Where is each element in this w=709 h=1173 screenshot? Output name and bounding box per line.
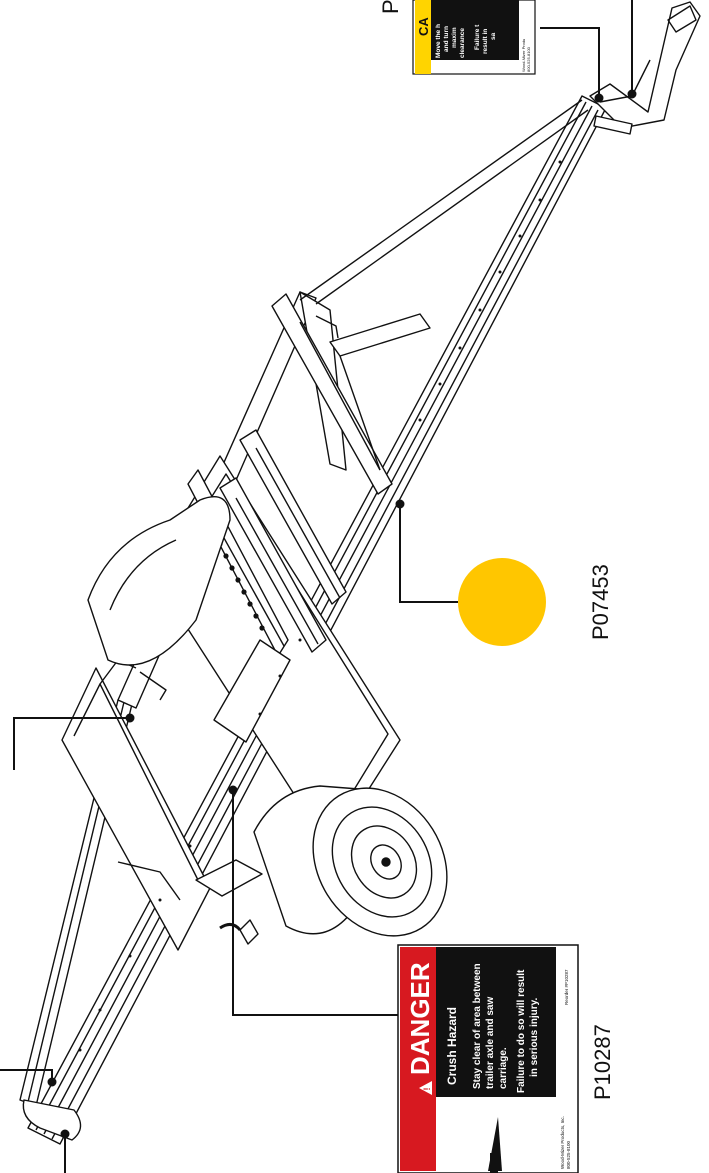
svg-text:!: ! bbox=[422, 1088, 432, 1091]
leader-lines bbox=[0, 0, 637, 1173]
trailer-drawing bbox=[19, 1, 701, 1145]
caution-text-3: maxim bbox=[451, 27, 458, 48]
danger-text-4: Failure to do so will result bbox=[516, 969, 527, 1093]
caution-text-6: result in bbox=[482, 29, 489, 54]
danger-decal: ! DANGER Crush Hazard Stay clear of area… bbox=[397, 944, 579, 1173]
caution-text-7: sa bbox=[490, 32, 497, 40]
tongue bbox=[589, 1, 701, 129]
danger-text-1: Stay clear of area between bbox=[472, 963, 483, 1089]
caution-text-1: Move the h bbox=[435, 24, 442, 58]
danger-title: Crush Hazard bbox=[445, 1007, 459, 1085]
caution-maker: Wood-Mizer Produ bbox=[521, 39, 526, 72]
danger-text-3: carriage. bbox=[498, 1047, 509, 1089]
callout-label-caution-partial: P bbox=[378, 0, 403, 14]
wheel bbox=[312, 787, 448, 937]
danger-text-2: trailer axle and saw bbox=[485, 997, 496, 1089]
caution-text-5: Failure t bbox=[474, 24, 481, 50]
upper-fender bbox=[87, 496, 231, 666]
danger-reorder: Reorder #P10287 bbox=[564, 969, 569, 1005]
danger-maker: Wood-Mizer Products, Inc. bbox=[560, 1116, 565, 1169]
caution-header: CA bbox=[416, 17, 431, 36]
danger-phone: 800-525-8100 bbox=[566, 1140, 571, 1169]
danger-header: DANGER bbox=[405, 962, 435, 1075]
danger-text-5: in serious injury. bbox=[529, 998, 540, 1077]
caution-text-4: clearance bbox=[459, 28, 466, 58]
callout-circle-p07453 bbox=[458, 558, 546, 646]
rail-dots bbox=[78, 160, 562, 1052]
callout-label-p07453: P07453 bbox=[588, 564, 613, 640]
callout-label-p10287: P10287 bbox=[590, 1024, 615, 1100]
warning-triangle-icon: ! bbox=[419, 1081, 432, 1095]
caution-text-2: and turn bbox=[443, 26, 450, 52]
caution-decal: CA Move the h and turn maxim clearance F… bbox=[412, 0, 536, 75]
caution-phone: 800-525-8100 bbox=[526, 46, 531, 72]
